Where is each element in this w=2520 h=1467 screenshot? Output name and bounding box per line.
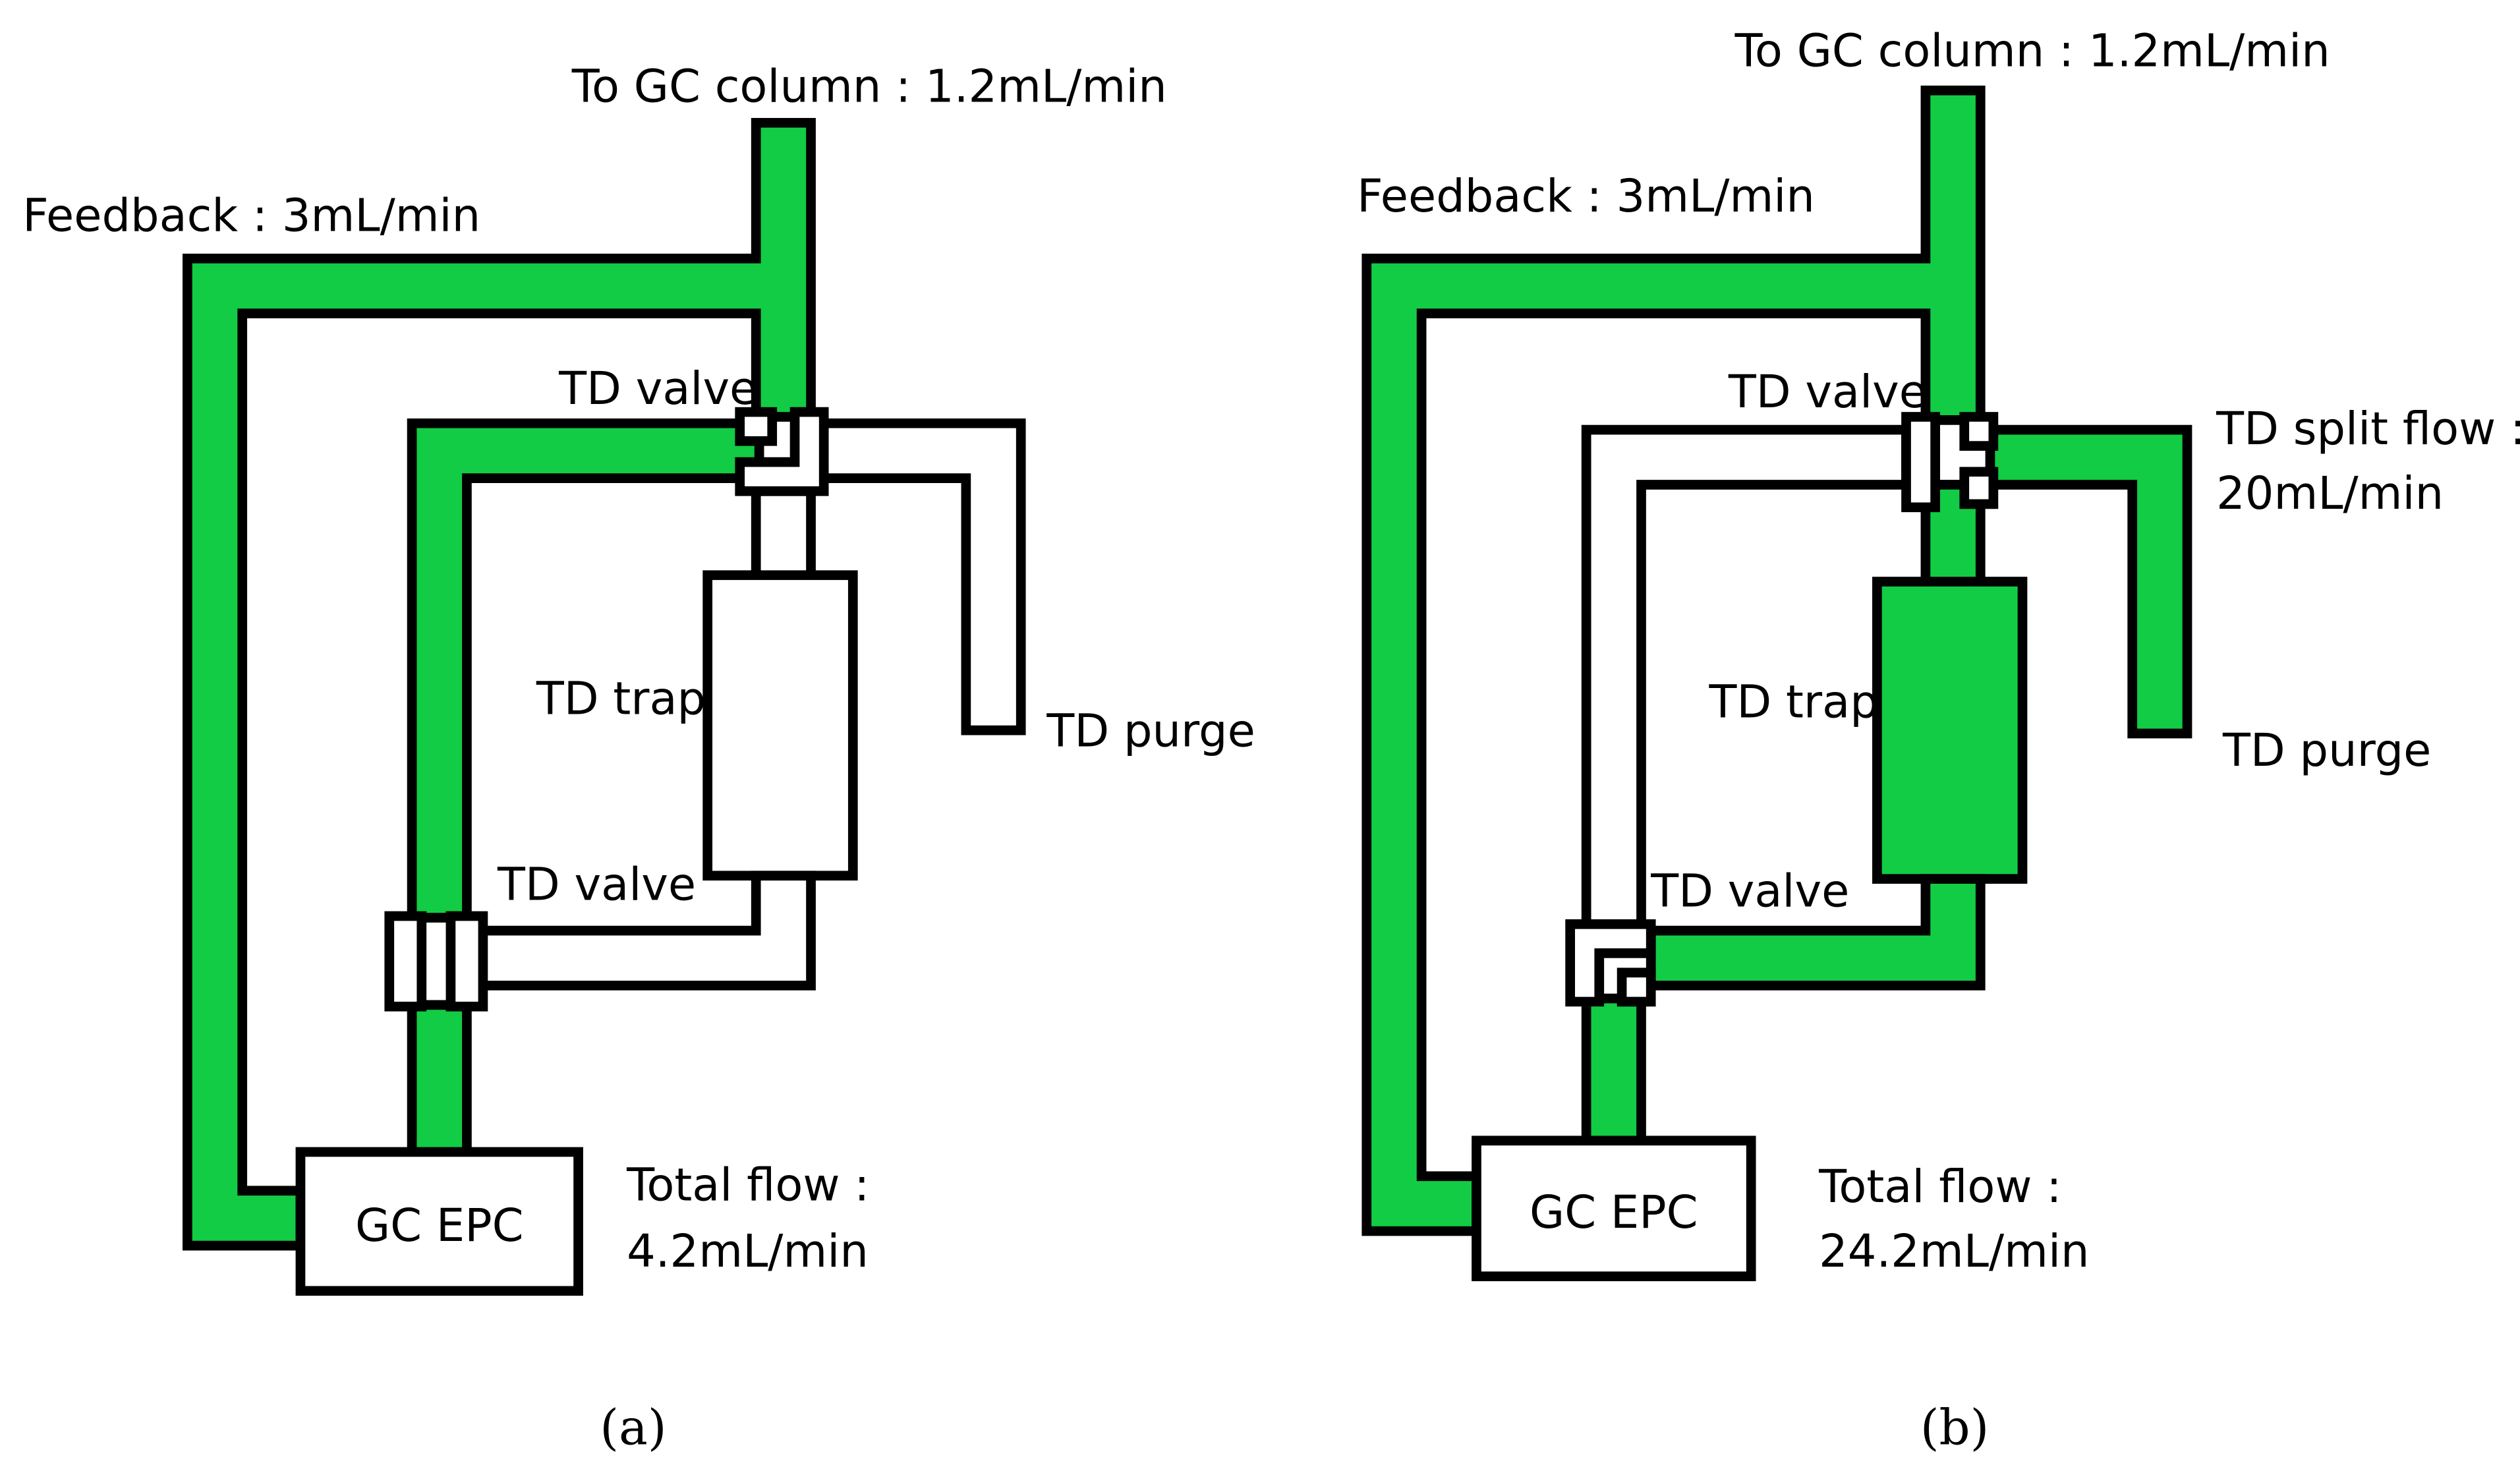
panel-b-epc-tube xyxy=(1581,993,1646,1149)
panel-a-epc-tube xyxy=(407,1000,472,1162)
panel-a-total-flow-label: Total flow : xyxy=(626,1159,869,1211)
panel-a-bottom-valve-left xyxy=(384,911,427,1012)
panel-a-trap-label: TD trap xyxy=(536,673,706,726)
panel-a-trap-connector xyxy=(751,486,816,584)
panel-a-total-flow-value: 4.2mL/min xyxy=(627,1225,869,1278)
panel-b-top-valve-label: TD valve xyxy=(1728,366,1927,418)
panel-b-feedback-label: Feedback : 3mL/min xyxy=(1357,170,1815,223)
panel-a-bottom-valve-right xyxy=(445,911,488,1012)
panel-a-purge-label: TD purge xyxy=(1046,705,1255,758)
panel-b-bottom-valve-label: TD valve xyxy=(1650,865,1849,917)
panel-a-caption-letter: a xyxy=(619,1400,648,1456)
panel-b-td-trap xyxy=(1872,577,2028,884)
panel-b-total-flow-label: Total flow : xyxy=(1818,1161,2061,1213)
panel-a-caption-close: ) xyxy=(648,1400,667,1456)
panel-a-caption-open: ( xyxy=(600,1400,619,1456)
panel-a-td-trap xyxy=(702,570,858,881)
panel-a-caption: (a) xyxy=(600,1400,666,1456)
panel-b-split-flow-value: 20mL/min xyxy=(2216,467,2444,520)
panel-a xyxy=(182,117,1026,1296)
panel-b-labels: To GC column : 1.2mL/min Feedback : 3mL/… xyxy=(1357,25,2520,1456)
panel-a-feedback-label: Feedback : 3mL/min xyxy=(22,190,480,243)
panel-a-top-valve-port xyxy=(735,407,778,446)
panel-a-top-valve-elbow xyxy=(735,407,829,496)
panel-b-caption: (b) xyxy=(1920,1400,1989,1456)
panel-b-caption-open: ( xyxy=(1920,1400,1939,1456)
panel-b xyxy=(1361,85,2192,1282)
panel-a-bottom-valve-label: TD valve xyxy=(497,859,696,911)
panel-b-column-label: To GC column : 1.2mL/min xyxy=(1734,25,2330,78)
panel-b-split-flow-label: TD split flow : xyxy=(2216,403,2520,455)
panel-a-gc-epc xyxy=(295,1147,583,1296)
panel-a-top-valve-label: TD valve xyxy=(558,362,757,415)
panel-b-bottom-valve-elbow xyxy=(1565,919,1656,1007)
panel-b-top-valve-left xyxy=(1901,412,1940,513)
panel-a-epc-label: GC EPC xyxy=(355,1199,524,1252)
panel-b-gc-epc xyxy=(1472,1136,1756,1282)
panel-b-top-valve-port-upper xyxy=(1959,412,1999,451)
panel-b-bottom-valve-port xyxy=(1617,967,1656,1007)
panel-b-epc-label: GC EPC xyxy=(1530,1186,1698,1239)
panel-b-caption-close: ) xyxy=(1970,1400,1990,1456)
panel-b-purge-label: TD purge xyxy=(2222,724,2431,777)
panel-a-column-label: To GC column : 1.2mL/min xyxy=(571,60,1167,113)
panel-b-top-valve-port-lower xyxy=(1959,467,1999,509)
panel-a-labels: To GC column : 1.2mL/min Feedback : 3mL/… xyxy=(22,60,1255,1456)
panel-b-total-flow-value: 24.2mL/min xyxy=(1819,1225,2089,1278)
panel-b-trap-label: TD trap xyxy=(1708,676,1878,728)
panel-b-caption-letter: b xyxy=(1939,1400,1970,1456)
